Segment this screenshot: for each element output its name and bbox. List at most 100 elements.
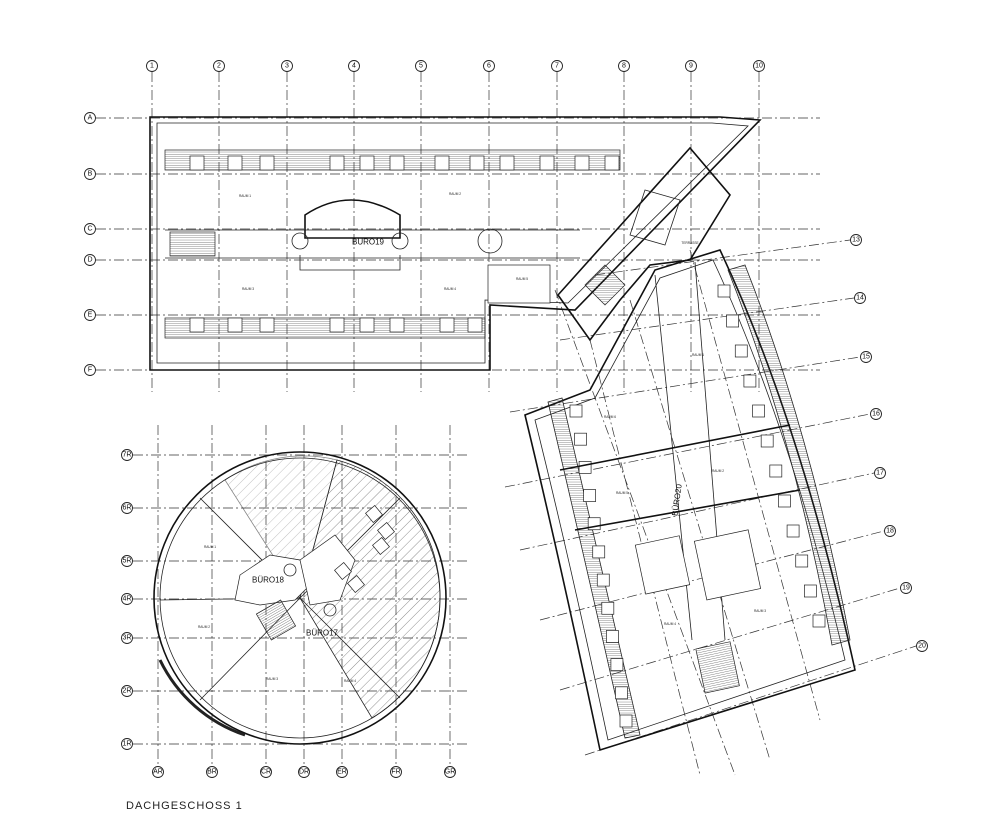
svg-text:RAUM 6: RAUM 6 bbox=[604, 415, 616, 419]
grid-bubble-radial-16: 16 bbox=[870, 408, 882, 420]
svg-text:RAUM 1: RAUM 1 bbox=[239, 194, 251, 198]
window-east-right-4 bbox=[743, 374, 757, 388]
grid-bubble-round-row-6R: 6R bbox=[121, 502, 133, 514]
svg-text:A: A bbox=[88, 115, 93, 122]
window-north-8 bbox=[469, 155, 485, 171]
grid-bubble-row-E: E bbox=[84, 309, 96, 321]
window-east-right-5 bbox=[752, 404, 765, 418]
svg-text:16: 16 bbox=[872, 411, 880, 418]
grid-bubble-row-D: D bbox=[84, 254, 96, 266]
skylight-5 bbox=[347, 575, 365, 593]
window-east-right-10 bbox=[795, 554, 809, 568]
window-east-right-12 bbox=[812, 614, 826, 628]
north-window-boxes bbox=[189, 155, 620, 333]
window-south-1 bbox=[189, 317, 205, 333]
svg-text:8: 8 bbox=[622, 63, 626, 70]
grid-bubble-round-row-2R: 2R bbox=[121, 685, 133, 697]
round-building: BÜRO18 BÜRO17 RAUM 1 RAUM 2 RAUM 3 RAUM … bbox=[153, 451, 447, 745]
window-north-10 bbox=[539, 155, 555, 171]
svg-text:6: 6 bbox=[487, 63, 491, 70]
svg-text:TERRASSE: TERRASSE bbox=[681, 241, 698, 245]
window-east-right-8 bbox=[778, 494, 791, 508]
window-east-right-9 bbox=[786, 524, 800, 538]
svg-text:ER: ER bbox=[337, 769, 347, 776]
grid-line-diagonal-3 bbox=[629, 299, 771, 761]
svg-text:AR: AR bbox=[153, 769, 163, 776]
grid-bubble-round-col-DR: DR bbox=[298, 766, 310, 778]
window-north-4 bbox=[329, 155, 345, 171]
unit-label-buero19: BÜRO19 bbox=[352, 238, 385, 247]
grid-bubble-row-C: C bbox=[84, 223, 96, 235]
grid-bubble-round-row-5R: 5R bbox=[121, 555, 133, 567]
svg-text:RAUM 2: RAUM 2 bbox=[449, 192, 461, 196]
svg-text:3R: 3R bbox=[123, 635, 132, 642]
svg-text:DR: DR bbox=[299, 769, 309, 776]
svg-text:10: 10 bbox=[755, 63, 763, 70]
window-east-left-2 bbox=[574, 432, 587, 446]
window-north-12 bbox=[604, 155, 620, 171]
east-window-boxes bbox=[569, 284, 826, 728]
svg-text:RAUM 3: RAUM 3 bbox=[242, 287, 254, 291]
svg-text:2R: 2R bbox=[123, 688, 132, 695]
svg-text:D: D bbox=[87, 257, 92, 264]
east-wing: BÜRO20 RAUM 1 RAUM 6 RAUM 2 RAUM 5 RAUM … bbox=[524, 249, 856, 752]
svg-text:19: 19 bbox=[902, 585, 910, 592]
grid-bubble-col-3: 3 bbox=[281, 60, 293, 72]
window-north-11 bbox=[574, 155, 590, 171]
svg-text:C: C bbox=[87, 226, 92, 233]
skylight-1 bbox=[365, 505, 383, 523]
window-south-2 bbox=[227, 317, 243, 333]
window-east-left-9 bbox=[606, 630, 619, 643]
east-facade-right bbox=[727, 264, 851, 646]
unit-label-buero18: BÜRO18 bbox=[252, 576, 285, 585]
svg-text:E: E bbox=[88, 312, 93, 319]
skylight-3 bbox=[372, 537, 390, 555]
window-east-right-6 bbox=[760, 434, 774, 448]
svg-text:GR: GR bbox=[445, 769, 456, 776]
svg-text:RAUM 4: RAUM 4 bbox=[664, 622, 676, 626]
grid-line-radial-13 bbox=[594, 239, 851, 276]
window-east-left-6 bbox=[592, 545, 606, 559]
grid-bubble-radial-20: 20 bbox=[916, 640, 928, 652]
grid-bubble-col-9: 9 bbox=[685, 60, 697, 72]
grid-bubble-col-4: 4 bbox=[348, 60, 360, 72]
window-north-2 bbox=[227, 155, 243, 171]
svg-text:RAUM 1: RAUM 1 bbox=[204, 545, 216, 549]
grid-bubble-col-5: 5 bbox=[415, 60, 427, 72]
grid-bubble-round-col-GR: GR bbox=[444, 766, 456, 778]
grid-bubble-radial-18: 18 bbox=[884, 525, 896, 537]
svg-text:1R: 1R bbox=[123, 741, 132, 748]
grid-line-radial-14 bbox=[559, 297, 855, 341]
window-east-right-1 bbox=[717, 284, 731, 298]
svg-text:7R: 7R bbox=[123, 452, 132, 459]
grid-bubble-row-B: B bbox=[84, 168, 96, 180]
grid-line-diagonal-4 bbox=[689, 249, 821, 721]
grid-bubble-col-2: 2 bbox=[213, 60, 225, 72]
svg-text:20: 20 bbox=[918, 643, 926, 650]
window-north-9 bbox=[499, 155, 515, 171]
grid-bubble-radial-19: 19 bbox=[900, 582, 912, 594]
svg-text:2: 2 bbox=[217, 63, 221, 70]
window-south-8 bbox=[467, 317, 483, 333]
grid-bubble-round-col-AR: AR bbox=[152, 766, 164, 778]
svg-text:RAUM 2: RAUM 2 bbox=[198, 625, 210, 629]
svg-text:RAUM 3: RAUM 3 bbox=[754, 609, 766, 613]
round-hatched-roof bbox=[299, 459, 441, 719]
skylight-4 bbox=[334, 562, 352, 580]
window-south-3 bbox=[259, 317, 275, 333]
window-east-left-8 bbox=[601, 601, 615, 615]
window-east-right-3 bbox=[734, 344, 748, 358]
grid-bubble-col-7: 7 bbox=[551, 60, 563, 72]
stair-north bbox=[169, 231, 216, 257]
window-south-6 bbox=[389, 317, 405, 333]
window-east-right-11 bbox=[804, 584, 817, 598]
grid-bubble-round-col-ER: ER bbox=[336, 766, 348, 778]
south-facade-band bbox=[164, 317, 486, 339]
window-east-left-7 bbox=[596, 573, 610, 587]
grid-bubble-col-8: 8 bbox=[618, 60, 630, 72]
grid-bubble-radial-14: 14 bbox=[854, 292, 866, 304]
svg-text:RAUM 4: RAUM 4 bbox=[344, 679, 356, 683]
grid-bubble-round-col-CR: CR bbox=[260, 766, 272, 778]
